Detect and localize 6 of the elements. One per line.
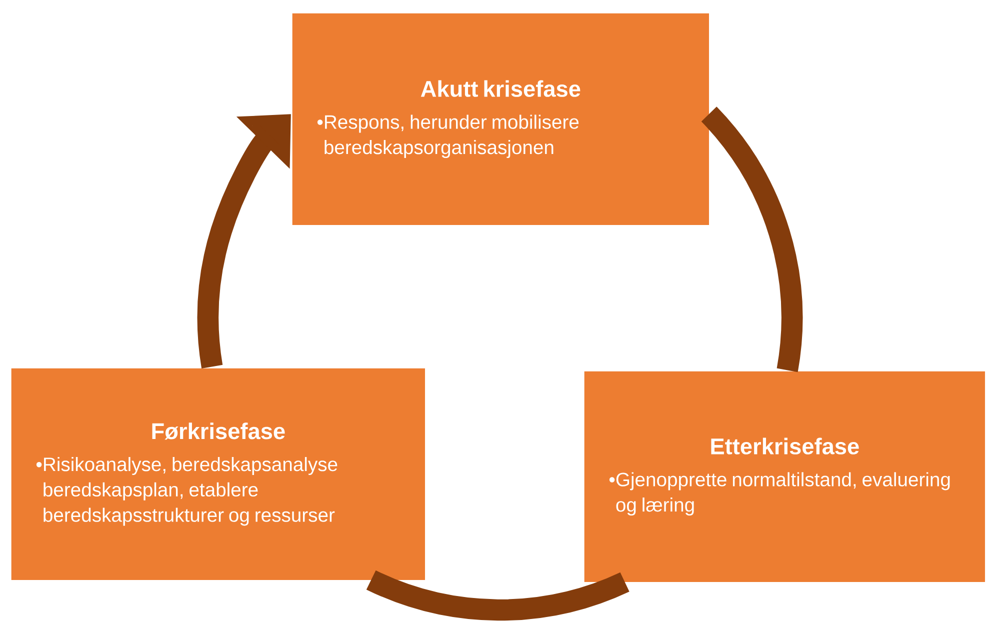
process-box: Førkrisefase •Risikoanalyse, beredskapsanalyse beredskapsplan, etablere beredskapsstrukturer og ressurser [10, 367, 426, 582]
curved-arrow [197, 114, 291, 368]
curved-connector [366, 570, 630, 621]
curved-connector [701, 106, 803, 372]
process-box: Akutt krisefase •Respons, herunder mobilisere beredskapsorganisasjonen [291, 12, 710, 226]
process-box: Etterkrisefase •Gjenopprette normaltilstand, evaluering og læring [583, 370, 986, 584]
